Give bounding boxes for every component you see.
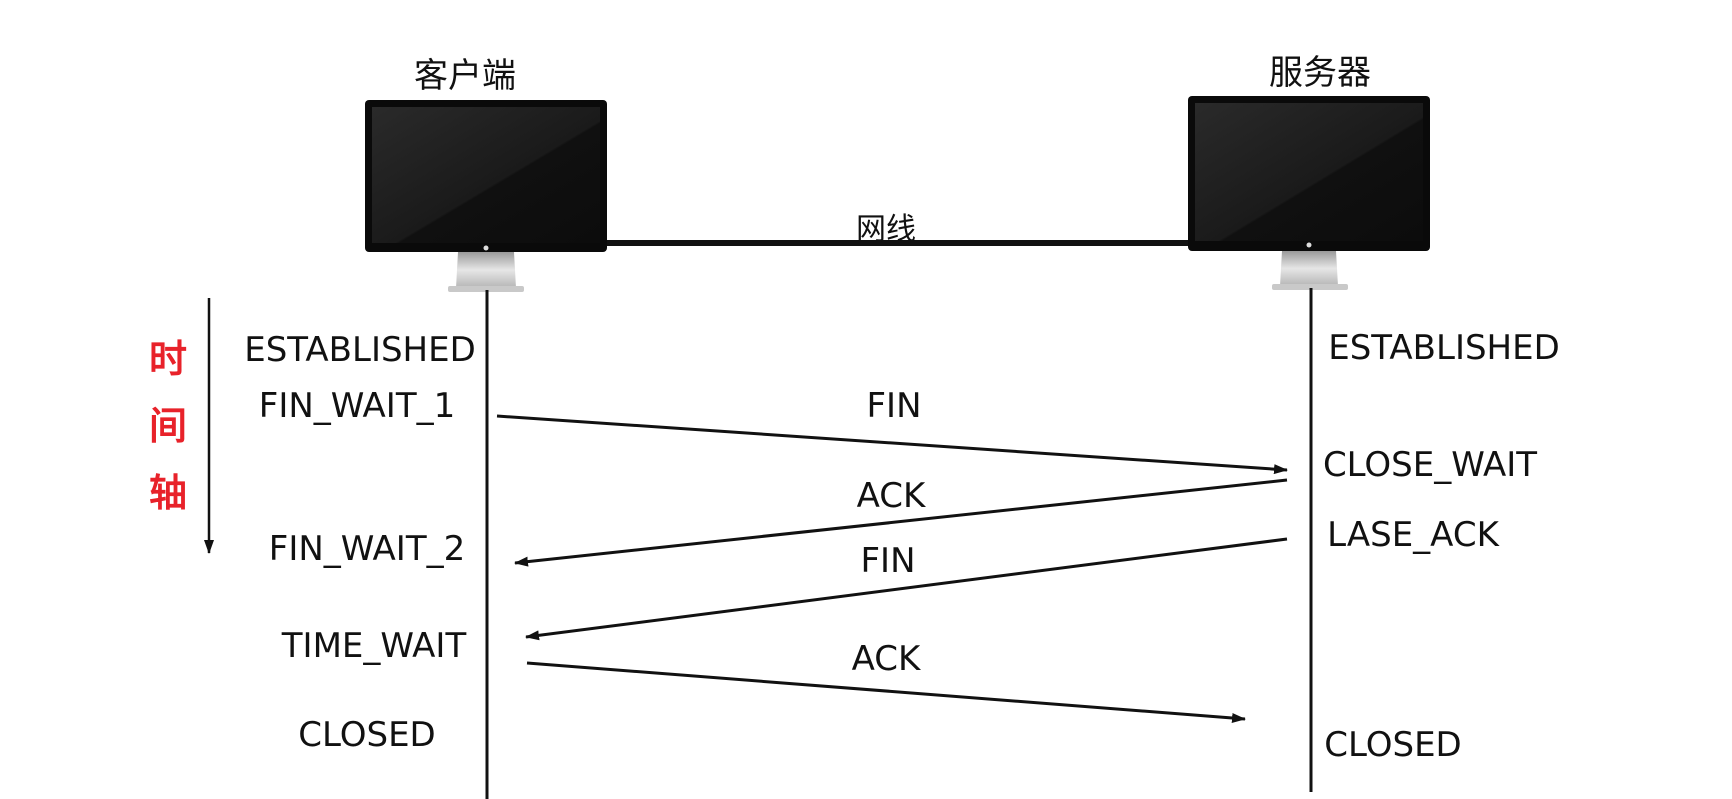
message-arrow-ack-1 (514, 478, 1288, 567)
message-label-fin-1: FIN (866, 386, 921, 426)
cable-label: 网线 (856, 212, 916, 247)
message-arrow-fin-1 (496, 414, 1288, 475)
time-axis-char-3: 轴 (149, 471, 187, 515)
client-state-closed: CLOSED (298, 715, 435, 755)
time-axis-char-1: 时 (149, 337, 187, 381)
client-state-established: ESTABLISHED (244, 330, 476, 370)
server-state-last-ack: LASE_ACK (1327, 515, 1500, 555)
message-arrow-ack-2 (526, 661, 1246, 723)
time-axis-char-2: 间 (149, 404, 187, 448)
message-label-ack-1: ACK (857, 476, 927, 516)
message-arrow-fin-2 (525, 537, 1288, 641)
server-monitor-icon (1188, 96, 1430, 290)
client-state-time-wait: TIME_WAIT (281, 626, 467, 666)
client-title: 客户端 (414, 56, 516, 96)
client-monitor-icon (365, 100, 607, 292)
server-title: 服务器 (1269, 53, 1371, 93)
client-state-fin-wait-1: FIN_WAIT_1 (259, 386, 455, 426)
server-state-established: ESTABLISHED (1328, 328, 1560, 368)
message-label-fin-2: FIN (860, 541, 915, 581)
client-state-fin-wait-2: FIN_WAIT_2 (269, 529, 465, 569)
server-state-closed: CLOSED (1324, 725, 1461, 765)
server-state-close-wait: CLOSE_WAIT (1323, 445, 1537, 485)
message-label-ack-2: ACK (852, 639, 922, 679)
